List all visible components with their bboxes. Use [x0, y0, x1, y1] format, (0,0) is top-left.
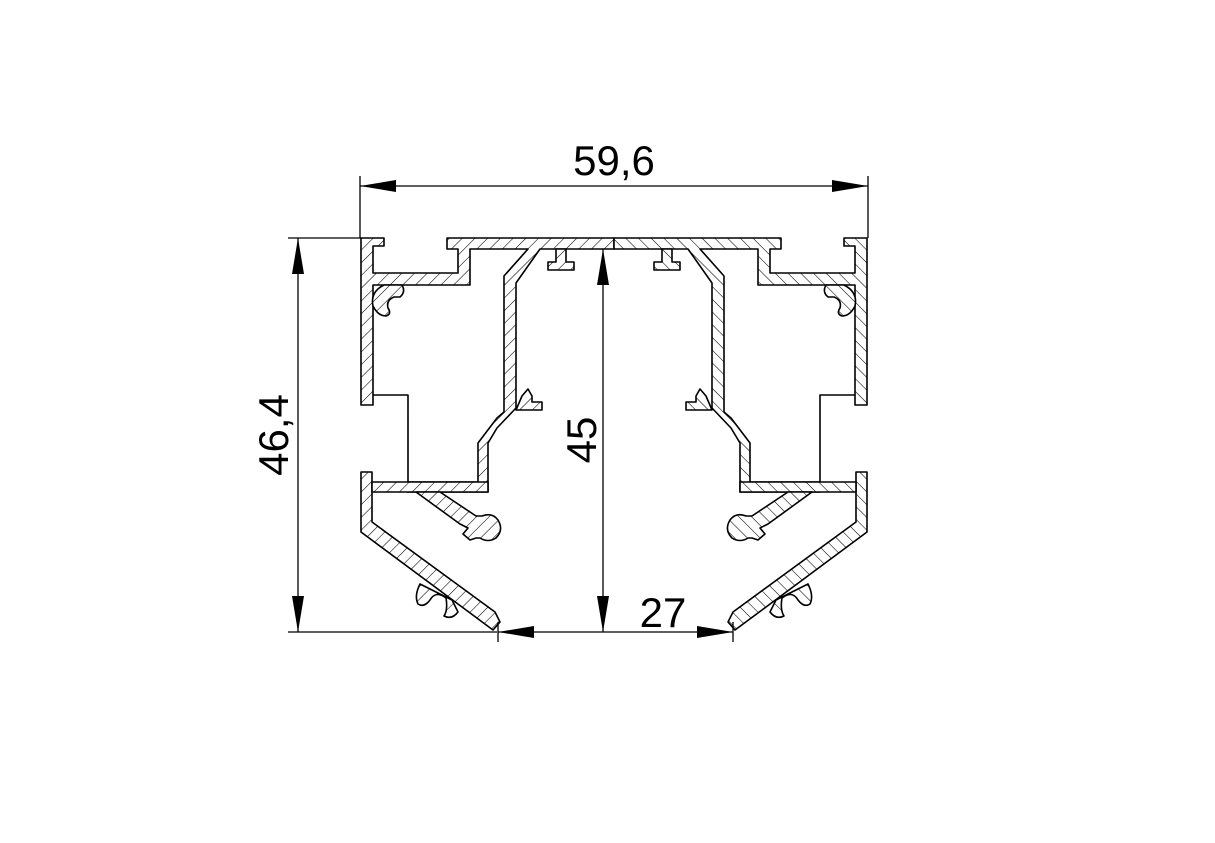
arrow-left-icon [498, 626, 534, 638]
dimension-label-width: 59,6 [573, 137, 655, 184]
arrow-left-icon [360, 180, 396, 192]
profile-bottom-bar [371, 481, 489, 493]
dimension-inner-height: 45 [558, 249, 609, 632]
profile-inner-hook [515, 388, 543, 411]
arrow-up-icon [597, 249, 609, 285]
profile-inner-arm [415, 491, 502, 542]
profile-right-half [613, 237, 868, 631]
profile-lower-wedge [360, 471, 501, 631]
profile-screw-channel [371, 284, 405, 317]
dimension-overall-height: 46,4 [250, 237, 497, 633]
arrow-down-icon [597, 596, 609, 632]
dimension-opening-width: 27 [497, 589, 734, 642]
arrow-up-icon [292, 238, 304, 274]
profile-left-half [360, 237, 615, 631]
arrow-right-icon [697, 626, 733, 638]
profile-upper-body [360, 237, 615, 493]
dimension-label-inner-height: 45 [558, 417, 605, 464]
arrow-down-icon [292, 596, 304, 632]
dimension-label-height: 46,4 [250, 394, 297, 476]
dimension-label-opening: 27 [640, 589, 687, 636]
profile-lip-clip [415, 583, 459, 619]
profile-top-hook [547, 248, 575, 271]
dimension-overall-width: 59,6 [359, 137, 869, 238]
arrow-right-icon [832, 180, 868, 192]
